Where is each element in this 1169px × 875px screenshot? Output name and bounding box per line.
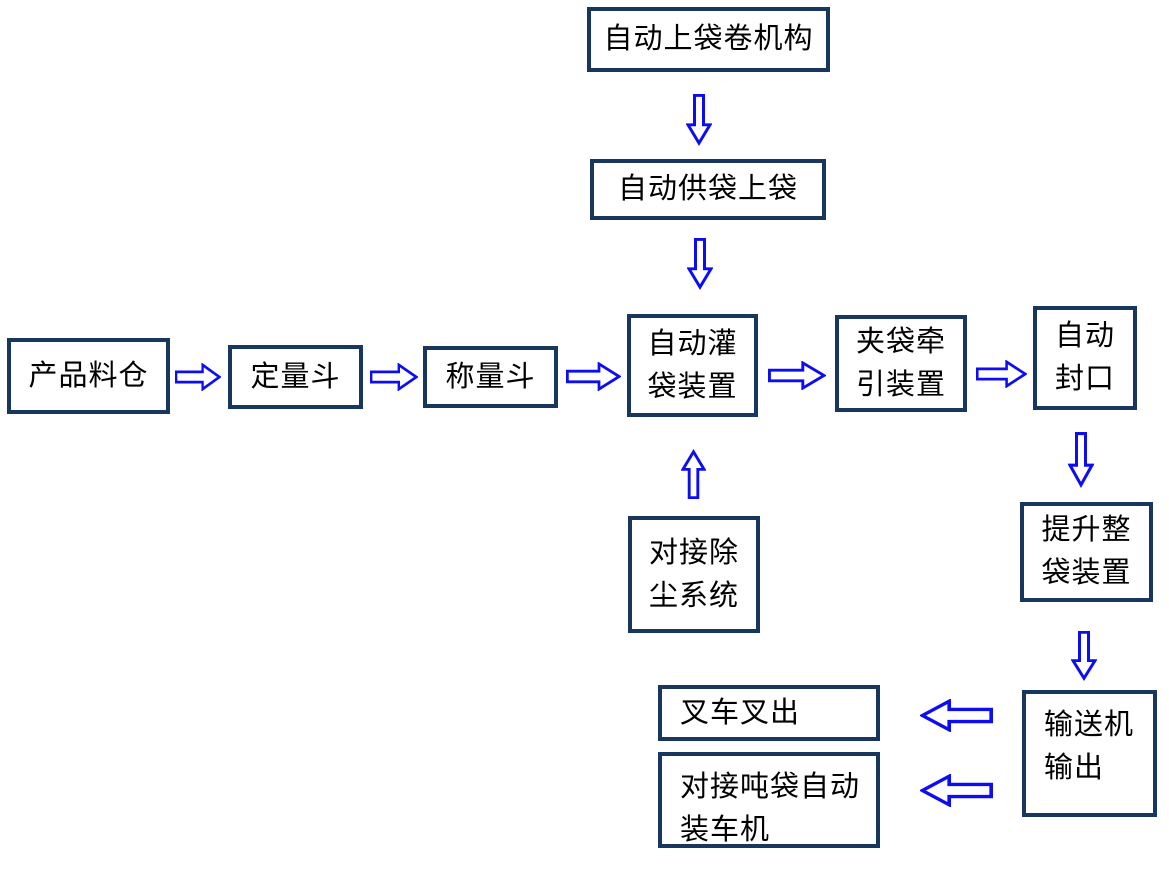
node-ton-bag-truck-loader: 对接吨袋自动 装车机 bbox=[658, 752, 880, 848]
arrow-right-icon bbox=[768, 361, 826, 390]
arrow-right-icon bbox=[370, 363, 418, 391]
arrow-down-icon bbox=[686, 94, 712, 146]
node-product-silo: 产品料仓 bbox=[7, 338, 170, 414]
arrow-down-icon bbox=[1071, 631, 1097, 681]
arrow-up-icon bbox=[681, 449, 706, 499]
arrow-right-icon bbox=[976, 360, 1027, 388]
arrow-left-icon bbox=[920, 699, 993, 732]
node-bag-supply-loading: 自动供袋上袋 bbox=[590, 159, 826, 220]
arrow-right-icon bbox=[175, 363, 221, 391]
arrow-down-icon bbox=[1068, 432, 1094, 488]
node-conveyor-output: 输送机 输出 bbox=[1022, 690, 1157, 817]
node-quantitative-hopper: 定量斗 bbox=[228, 345, 363, 409]
arrow-right-icon bbox=[566, 362, 621, 391]
node-weighing-hopper: 称量斗 bbox=[423, 346, 558, 408]
node-auto-sealing: 自动 封口 bbox=[1033, 306, 1137, 410]
node-auto-filling-device: 自动灌 袋装置 bbox=[627, 314, 758, 417]
node-forklift-out: 叉车叉出 bbox=[658, 685, 880, 741]
arrow-left-icon bbox=[920, 774, 993, 807]
node-bag-lifting-device: 提升整 袋装置 bbox=[1020, 502, 1153, 602]
node-dust-removal-system: 对接除 尘系统 bbox=[628, 516, 760, 633]
node-bag-roll-mechanism: 自动上袋卷机构 bbox=[587, 7, 830, 72]
node-bag-clamp-traction: 夹袋牵 引装置 bbox=[835, 315, 967, 412]
arrow-down-icon bbox=[687, 238, 713, 290]
